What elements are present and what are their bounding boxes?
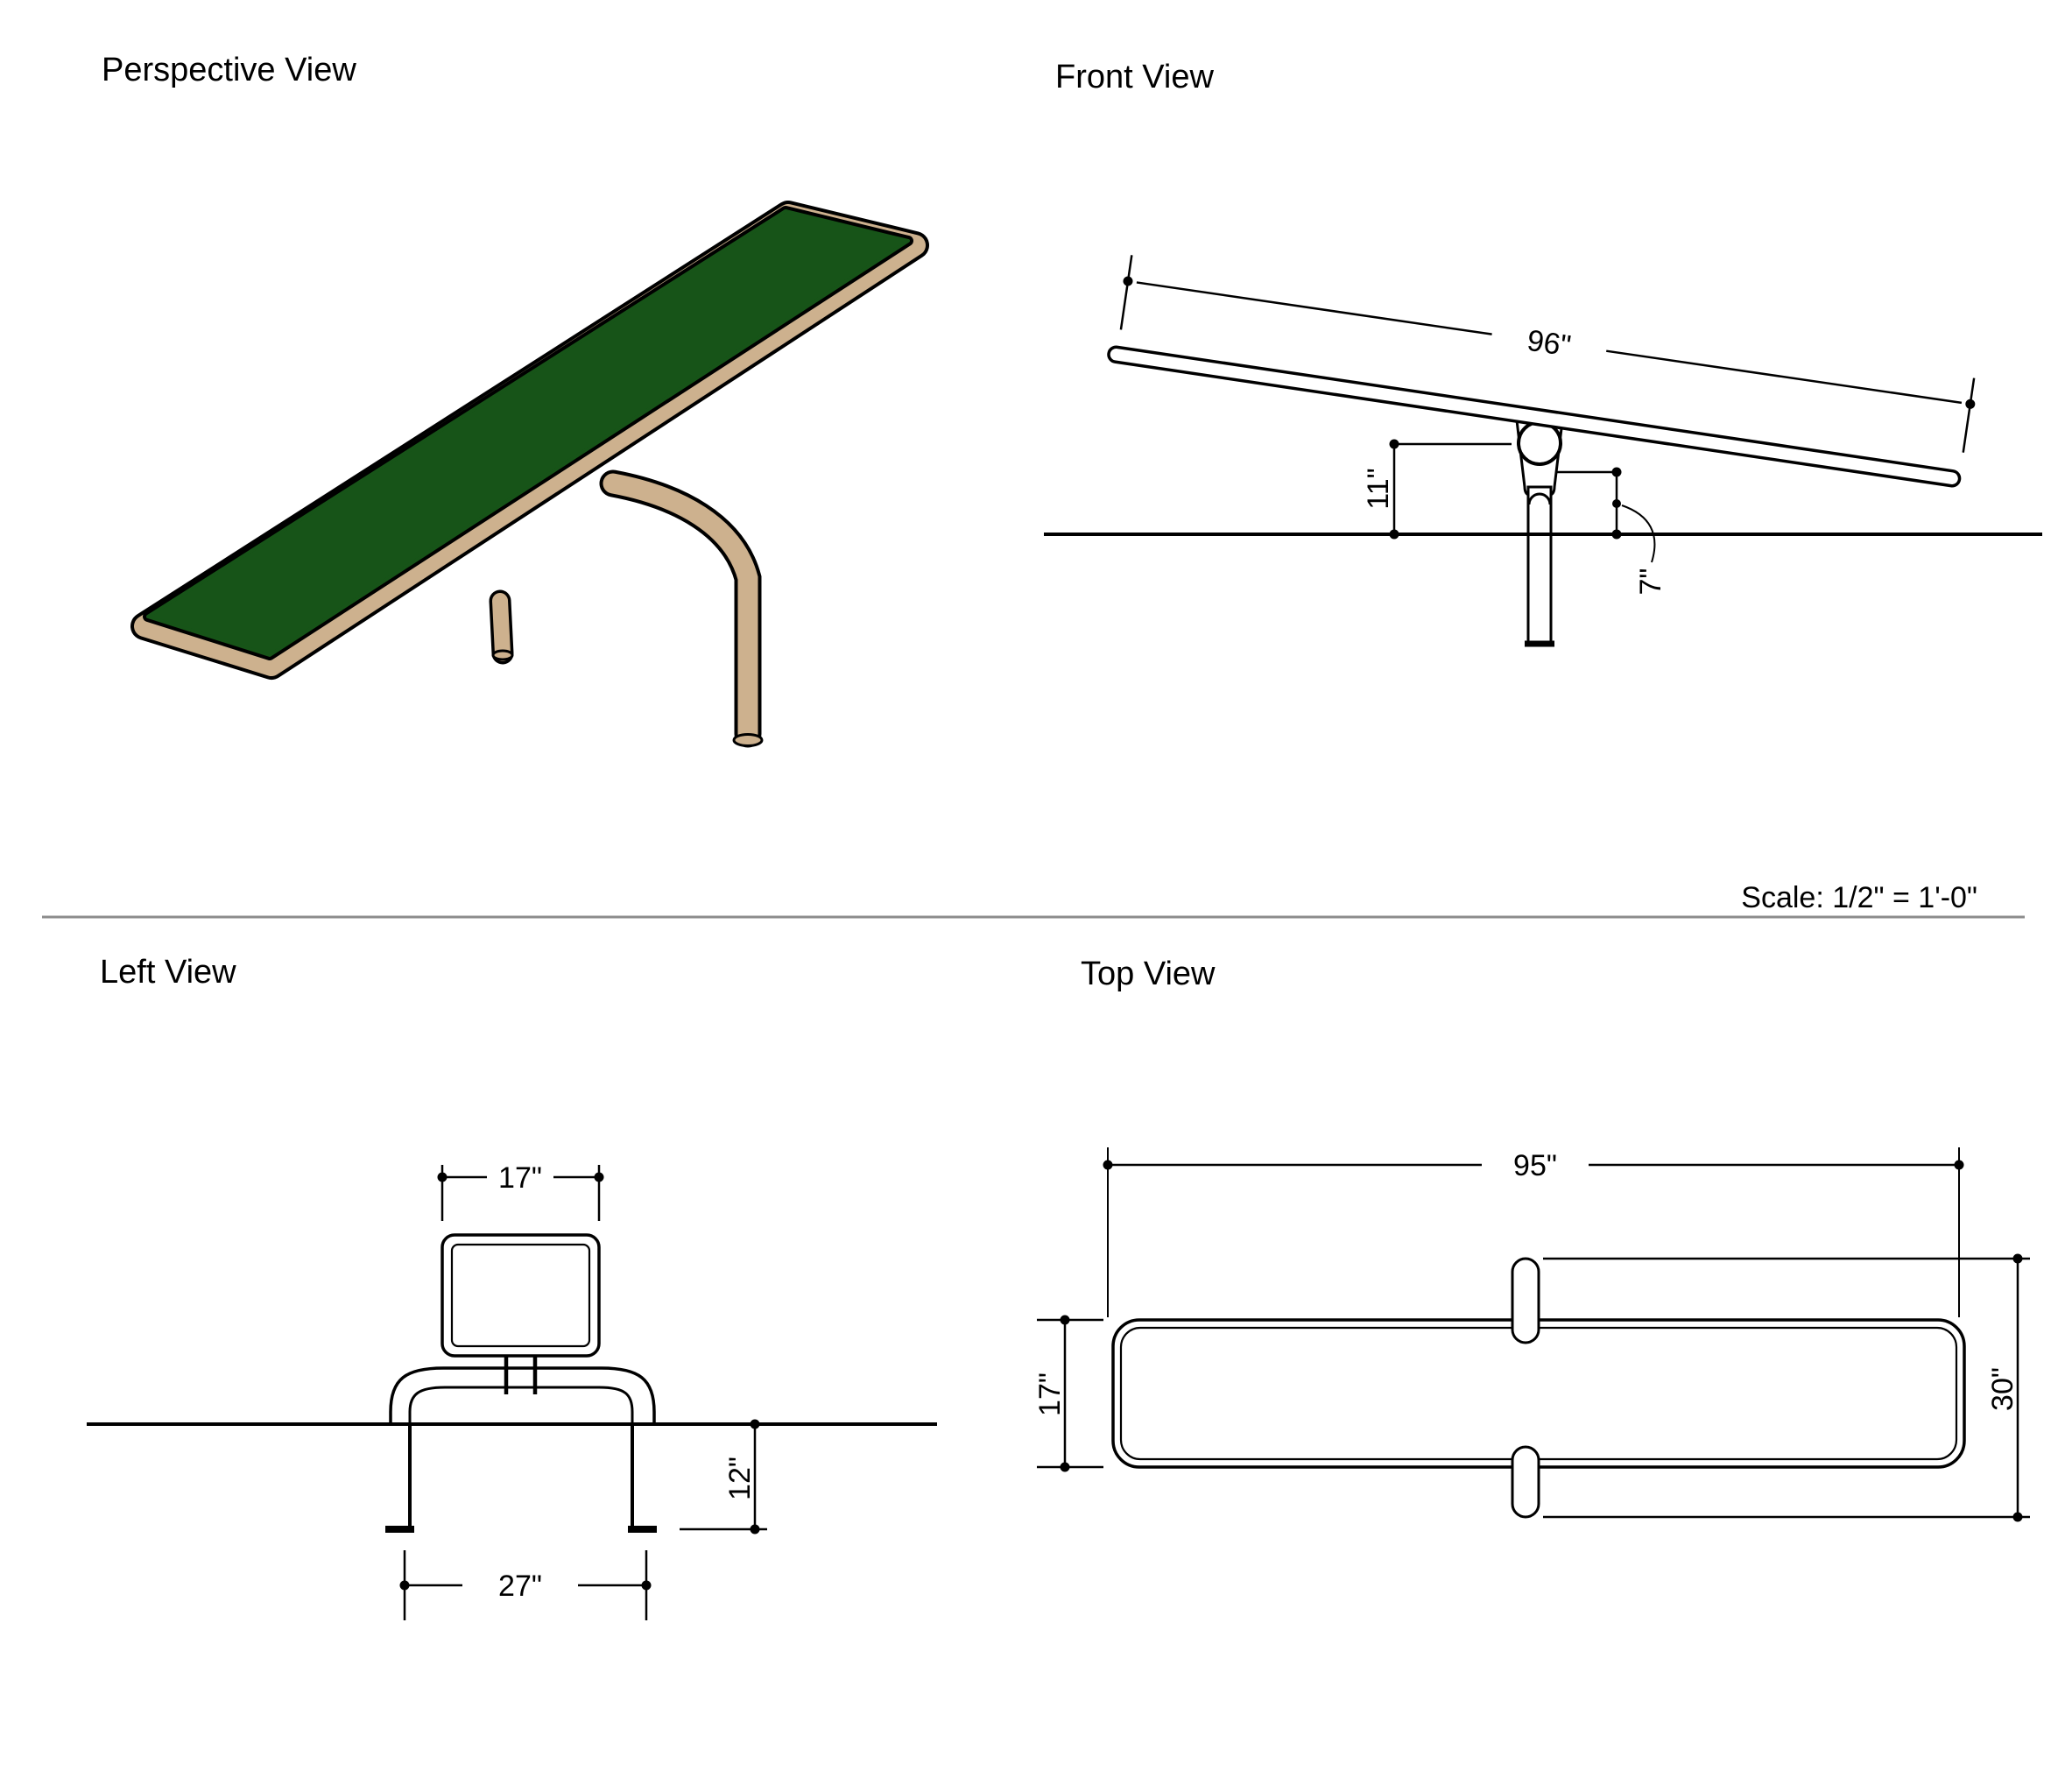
dimension-dot — [399, 1580, 410, 1591]
left-view: Left View 17" — [87, 954, 937, 1620]
rear-leg-endcap — [491, 649, 514, 661]
perspective-view: Perspective View — [102, 52, 929, 748]
perspective-view-title: Perspective View — [102, 52, 356, 88]
board-end-inner-line — [450, 1243, 591, 1348]
rear-leg-tube — [489, 589, 514, 665]
dimension-12: 12" — [680, 1419, 767, 1534]
front-leg-outline — [599, 469, 762, 748]
dimension-dot — [1611, 529, 1622, 540]
dimension-dot — [437, 1172, 448, 1182]
dimension-17-left: 17" — [437, 1161, 604, 1221]
dimension-11-label: 11" — [1362, 468, 1395, 509]
dimension-dot — [1965, 399, 1976, 409]
dimension-dot — [1060, 1315, 1070, 1325]
dimension-dot — [1060, 1462, 1070, 1472]
dimension-27: 27" — [399, 1550, 652, 1620]
dimension-dot — [750, 1524, 760, 1534]
support-post — [1526, 485, 1553, 646]
leg-arch-inner — [408, 1386, 634, 1424]
seesaw-board — [130, 201, 929, 680]
dimension-dot — [1611, 467, 1622, 477]
front-board-profile — [1107, 345, 1962, 488]
front-leg-tube — [599, 469, 764, 748]
dimension-dot — [2012, 1512, 2023, 1522]
front-view-title: Front View — [1055, 59, 1214, 95]
top-view-title: Top View — [1081, 956, 1216, 992]
board-plan-outer — [1111, 1318, 1966, 1469]
extension-line — [1119, 255, 1133, 330]
dimension-line — [1606, 349, 1963, 405]
leader-dot — [1612, 499, 1621, 508]
dimension-27-label: 27" — [498, 1570, 542, 1603]
front-leg-endcap — [732, 733, 764, 747]
dimension-30: 30" — [1543, 1253, 2030, 1522]
dimension-line — [1136, 281, 1492, 335]
extension-line — [1962, 377, 1976, 453]
dimension-11: 11" — [1362, 439, 1512, 540]
top-view: Top View 95" 17" — [1033, 956, 2030, 1522]
front-view: Front View 96" — [1044, 59, 2042, 647]
dimension-dot — [641, 1580, 652, 1591]
front-leg-fill — [603, 473, 758, 744]
dimension-dot — [1389, 529, 1399, 540]
dimension-96-label: 96" — [1525, 324, 1573, 363]
dimension-dot — [1103, 1160, 1113, 1170]
dimension-dot — [1389, 439, 1399, 449]
front-board — [1107, 345, 1962, 488]
dimension-7-label: 7" — [1634, 568, 1667, 596]
board-end-profile — [440, 1233, 601, 1358]
dimension-95: 95" — [1103, 1147, 1964, 1317]
dimension-dot — [594, 1172, 604, 1182]
dimension-dot — [2012, 1253, 2023, 1264]
dimension-95-label: 95" — [1513, 1149, 1557, 1182]
dimension-96: 96" — [1119, 255, 1976, 453]
dimension-17-top: 17" — [1033, 1315, 1103, 1472]
rear-leg-fill — [492, 593, 511, 661]
leader-curve — [1621, 504, 1656, 563]
dimension-dot — [750, 1419, 760, 1429]
board-top-surface — [146, 209, 910, 657]
dimension-7: 7" — [1556, 467, 1667, 596]
dimension-17-top-label: 17" — [1033, 1372, 1067, 1416]
scale-note: Scale: 1/2" = 1'-0" — [1741, 881, 1977, 914]
dimension-30-label: 30" — [1986, 1367, 2019, 1411]
dimension-dot — [1123, 276, 1133, 286]
pivot-tube-top — [1511, 1257, 1540, 1344]
left-view-title: Left View — [100, 954, 236, 991]
pivot-tube-bottom — [1511, 1445, 1540, 1519]
dimension-17-left-label: 17" — [498, 1161, 542, 1195]
dimension-dot — [1954, 1160, 1964, 1170]
leg-arch-outer — [389, 1366, 656, 1424]
post-cap-arc — [1527, 492, 1552, 505]
dimension-12-label: 12" — [723, 1457, 757, 1500]
